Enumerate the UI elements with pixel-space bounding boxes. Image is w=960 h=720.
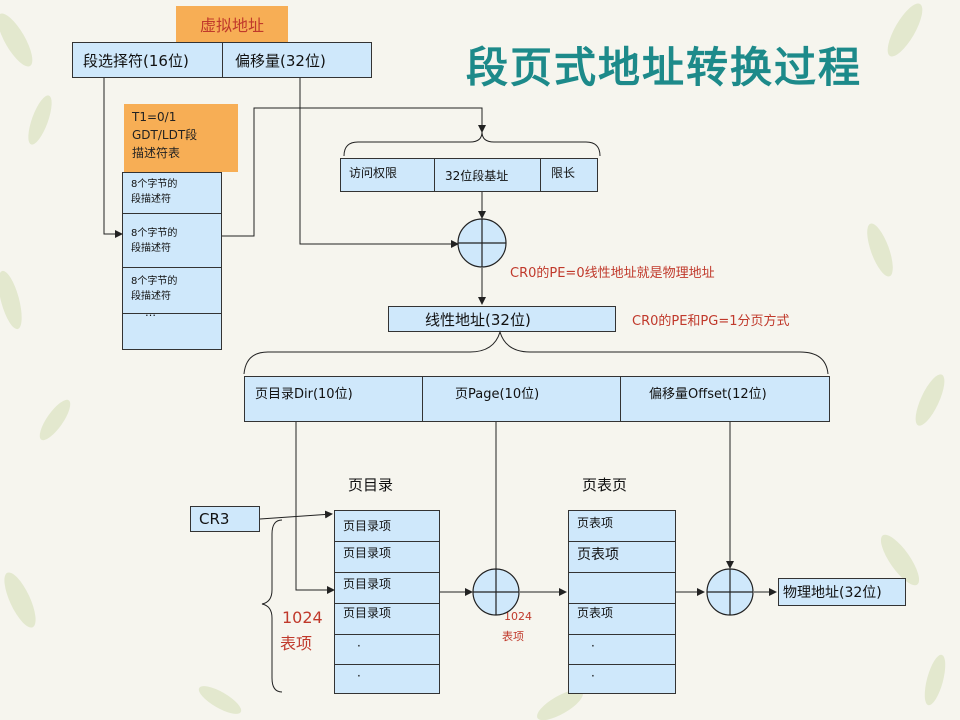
descriptor-to-bracket-line (222, 107, 486, 237)
page-table-entry: 页表项 (569, 511, 675, 541)
page-directory-entry: 页目录项 (335, 541, 439, 572)
offset12-field: 偏移量Offset(12位) (621, 377, 831, 421)
descriptor-row: 8个字节的 段描述符 (123, 173, 221, 213)
descriptor-row-line1: 8个字节的 (131, 179, 178, 190)
segment-limit-field: 限长 (541, 159, 599, 191)
page-table-entry-text: 页表项 (577, 516, 614, 530)
ti-note: T1=0/1 GDT/LDT段 描述符表 (124, 104, 238, 172)
descriptor-ellipsis: … (145, 306, 156, 319)
segment-base-text: 32位段基址 (445, 168, 509, 183)
descriptor-table: 8个字节的 段描述符 8个字节的 段描述符 8个字节的 段描述符 … (122, 172, 222, 350)
note-pe0: CR0的PE=0线性地址就是物理地址 (510, 266, 715, 281)
access-rights-text: 访问权限 (349, 166, 398, 180)
page-table-entry: · (569, 664, 675, 695)
offset12-text: 偏移量Offset(12位) (649, 387, 767, 402)
descriptor-row: 8个字节的 段描述符 (123, 213, 221, 267)
page-table-entry: 页表项 (569, 603, 675, 634)
physical-address-box: 物理地址(32位) (778, 578, 906, 606)
entries-left-unit: 表项 (280, 634, 313, 653)
virtual-address-box: 段选择符(16位) 偏移量(32位) (72, 42, 372, 78)
descriptor-row-empty: … (123, 306, 221, 351)
descriptor-row-line2: 段描述符 (131, 243, 171, 254)
page-field: 页Page(10位) (423, 377, 621, 421)
descriptor-row-line1: 8个字节的 (131, 228, 178, 239)
page-table-entry: 页表项 (569, 541, 675, 572)
page-directory-entry-text: 页目录项 (343, 577, 392, 591)
descriptor-row: 8个字节的 段描述符 (123, 267, 221, 313)
descriptor-row-line1: 8个字节的 (131, 276, 178, 287)
page-table-entry-text: 页表项 (577, 547, 619, 563)
offset-adder-icon (706, 568, 754, 616)
segment-adder-icon (457, 218, 507, 268)
ti-note-line2: GDT/LDT段 (132, 128, 198, 142)
virtual-address-text: 虚拟地址 (199, 16, 264, 35)
descriptor-row-line2: 段描述符 (131, 194, 171, 205)
entries-mid-unit: 表项 (502, 630, 524, 643)
virtual-address-label: 虚拟地址 (176, 6, 288, 42)
entries-mid-count: 1024 (504, 610, 532, 623)
page-table-entry-text: 页表项 (577, 606, 614, 620)
page-directory-entry: 页目录项 (335, 572, 439, 603)
offset-text: 偏移量(32位) (235, 51, 326, 70)
page-table: 页表项 页表项 页表项 · · (568, 510, 676, 694)
page-directory-entry-text: 页目录项 (343, 546, 392, 560)
page-directory-table: 页目录项 页目录项 页目录项 页目录项 · · (334, 510, 440, 694)
descriptor-brace (343, 131, 601, 157)
dir-text: 页目录Dir(10位) (255, 387, 353, 402)
page-directory-entry-text: · (357, 639, 361, 653)
page-directory-entry-text: · (357, 669, 361, 683)
segment-selector-field: 段选择符(16位) (73, 43, 223, 77)
page-text: 页Page(10位) (455, 387, 540, 402)
page-table-entry (569, 572, 675, 603)
linear-brace (243, 330, 829, 375)
ti-note-line3: 描述符表 (132, 146, 181, 160)
page-directory-heading: 页目录 (348, 476, 394, 494)
cr3-register: CR3 (190, 506, 260, 532)
cr3-text: CR3 (199, 510, 230, 528)
linear-address-box: 线性地址(32位) (388, 306, 616, 332)
descriptor-row-line2: 段描述符 (131, 291, 171, 302)
note-pe-pg: CR0的PE和PG=1分页方式 (632, 314, 790, 329)
page-directory-entry: 页目录项 (335, 603, 439, 634)
page-title: 段页式地址转换过程 (466, 43, 863, 92)
page-table-entry-text: · (591, 639, 595, 653)
page-directory-entry-text: 页目录项 (343, 519, 392, 533)
page-table-entry-text: · (591, 669, 595, 683)
physical-address-text: 物理地址(32位) (783, 585, 882, 601)
dir-field: 页目录Dir(10位) (245, 377, 423, 421)
page-directory-entry: · (335, 664, 439, 695)
cr3-to-directory-line (259, 510, 333, 520)
page-table-heading: 页表页 (582, 476, 628, 494)
page-table-entry: · (569, 634, 675, 664)
offset-to-adder-line (299, 78, 459, 248)
page-directory-entry: · (335, 634, 439, 664)
linear-fields-box: 页目录Dir(10位) 页Page(10位) 偏移量Offset(12位) (244, 376, 830, 422)
offset-field: 偏移量(32位) (223, 43, 373, 77)
segment-selector-text: 段选择符(16位) (83, 51, 189, 70)
segment-descriptor-box: 访问权限 32位段基址 限长 (340, 158, 598, 192)
linear-address-text: 线性地址(32位) (425, 310, 531, 329)
dir-to-directory-line (295, 422, 335, 594)
segment-base-field: 32位段基址 (435, 159, 541, 191)
page-directory-entry-text: 页目录项 (343, 606, 392, 620)
entries-left-count: 1024 (282, 608, 323, 627)
entries-brace (261, 519, 283, 693)
directory-adder-icon (472, 568, 520, 616)
page-directory-entry: 页目录项 (335, 511, 439, 541)
segment-limit-text: 限长 (551, 166, 576, 180)
ti-note-line1: T1=0/1 (132, 110, 177, 124)
access-rights-field: 访问权限 (341, 159, 435, 191)
selector-to-table-line (103, 78, 123, 238)
